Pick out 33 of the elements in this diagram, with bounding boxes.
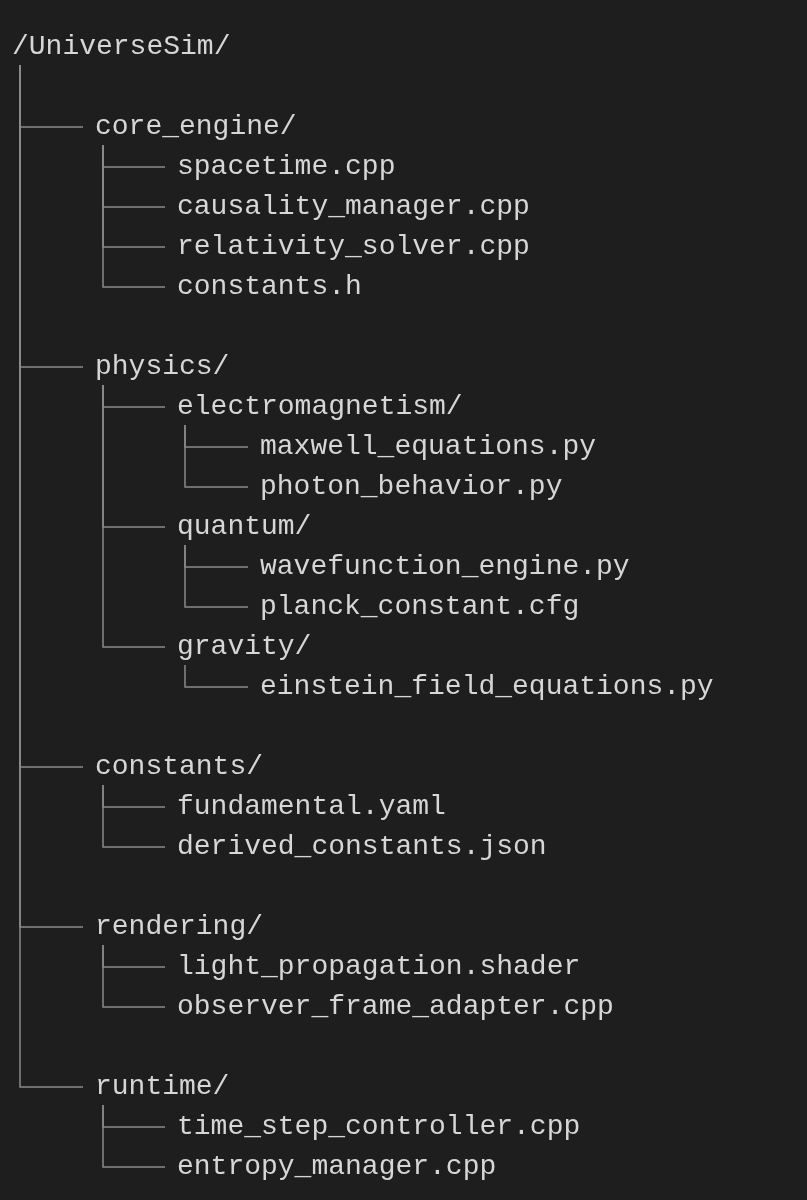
file-name: wavefunction_engine.py [248,549,630,585]
file-name: constants.h [165,269,362,305]
file-name: light_propagation.shader [165,949,581,985]
folder-name: constants/ [83,749,264,785]
folder-name: electromagnetism/ [165,389,463,425]
folder-name: rendering/ [83,909,264,945]
file-name: time_step_controller.cpp [165,1109,581,1145]
tree-connector [102,384,166,648]
folder-name: /UniverseSim/ [0,29,231,65]
file-name: relativity_solver.cpp [165,229,530,265]
folder-name: core_engine/ [83,109,297,145]
file-name: photon_behavior.py [248,469,563,505]
folder-name: runtime/ [83,1069,230,1105]
folder-name: physics/ [83,349,230,385]
file-name: causality_manager.cpp [165,189,530,225]
tree-connector [184,424,249,488]
tree-connector [102,144,166,288]
file-name: observer_frame_adapter.cpp [165,989,614,1025]
tree-connector [102,944,166,1008]
tree-connector [184,664,249,688]
tree-connector [184,544,249,608]
tree-connector [102,784,166,848]
file-name: entropy_manager.cpp [165,1149,497,1185]
file-name: planck_constant.cfg [248,589,580,625]
tree-connector [19,64,84,1088]
file-name: maxwell_equations.py [248,429,597,465]
folder-name: gravity/ [165,629,312,665]
tree-connector [102,1104,166,1168]
file-name: fundamental.yaml [165,789,446,825]
file-name: einstein_field_equations.py [248,669,714,705]
file-name: spacetime.cpp [165,149,396,185]
file-name: derived_constants.json [165,829,547,865]
folder-name: quantum/ [165,509,312,545]
